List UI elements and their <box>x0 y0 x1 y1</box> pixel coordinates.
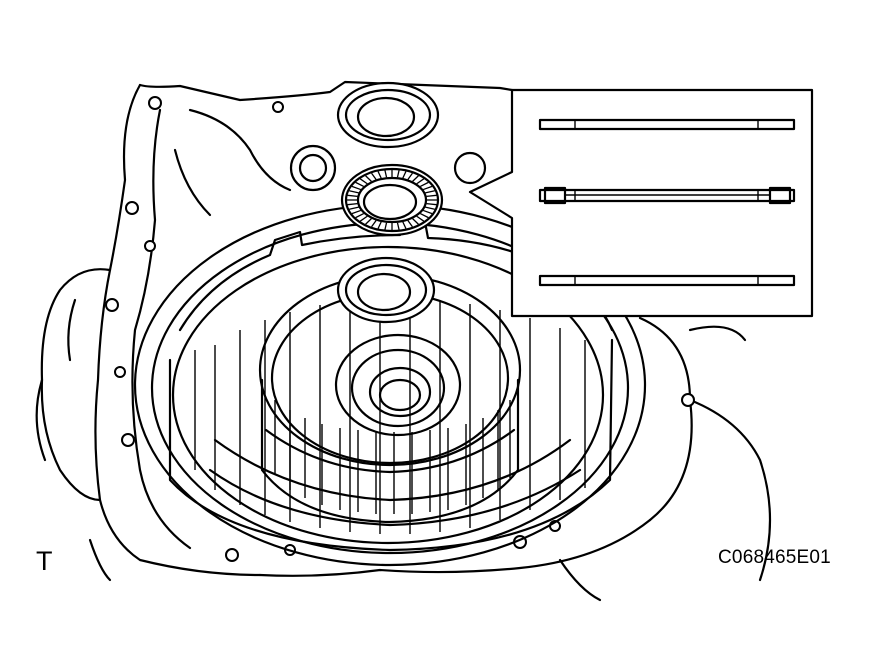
inner-clutch-drum <box>258 273 522 524</box>
needle-roller <box>349 206 359 210</box>
needle-roller <box>416 178 425 185</box>
needle-roller <box>359 215 368 222</box>
needle-roller <box>384 170 388 178</box>
inset-thrust-bearing <box>538 186 796 205</box>
corner-mark: T <box>36 546 53 576</box>
thrust-stack <box>336 81 444 324</box>
needle-roller <box>359 178 368 185</box>
needle-roller <box>351 185 362 191</box>
needle-roller <box>407 220 413 228</box>
needle-roller <box>420 212 429 219</box>
inset-callout <box>468 88 814 318</box>
needle-roller <box>384 222 388 230</box>
needle-roller <box>407 172 413 180</box>
needle-roller <box>396 170 400 178</box>
needle-roller <box>377 171 382 179</box>
bearing-needles <box>347 170 437 230</box>
figure-code: C068465E01 <box>718 547 831 568</box>
needle-roller <box>426 202 437 206</box>
inset-thrust-washer-top <box>538 118 796 131</box>
needle-roller <box>347 194 358 198</box>
needle-roller <box>349 190 359 194</box>
needle-roller <box>365 175 372 182</box>
needle-roller <box>422 185 433 191</box>
needle-roller <box>371 172 377 180</box>
needle-roller <box>426 194 437 198</box>
needle-roller <box>365 218 372 225</box>
outer-clutch-pack <box>168 220 614 552</box>
needle-roller <box>396 222 400 230</box>
needle-roller <box>351 209 362 215</box>
needle-roller <box>371 220 377 228</box>
needle-roller <box>412 218 419 225</box>
needle-roller <box>402 171 407 179</box>
needle-roller <box>412 175 419 182</box>
needle-roller <box>377 221 382 229</box>
needle-roller <box>425 206 435 210</box>
needle-roller <box>355 212 364 219</box>
needle-roller <box>422 209 433 215</box>
needle-roller <box>416 215 425 222</box>
needle-roller <box>402 221 407 229</box>
inset-thrust-washer-bottom <box>538 274 796 287</box>
transaxle-case <box>35 80 772 602</box>
needle-roller <box>425 190 435 194</box>
needle-roller <box>347 202 358 206</box>
needle-roller <box>420 181 429 188</box>
needle-roller <box>355 181 364 188</box>
